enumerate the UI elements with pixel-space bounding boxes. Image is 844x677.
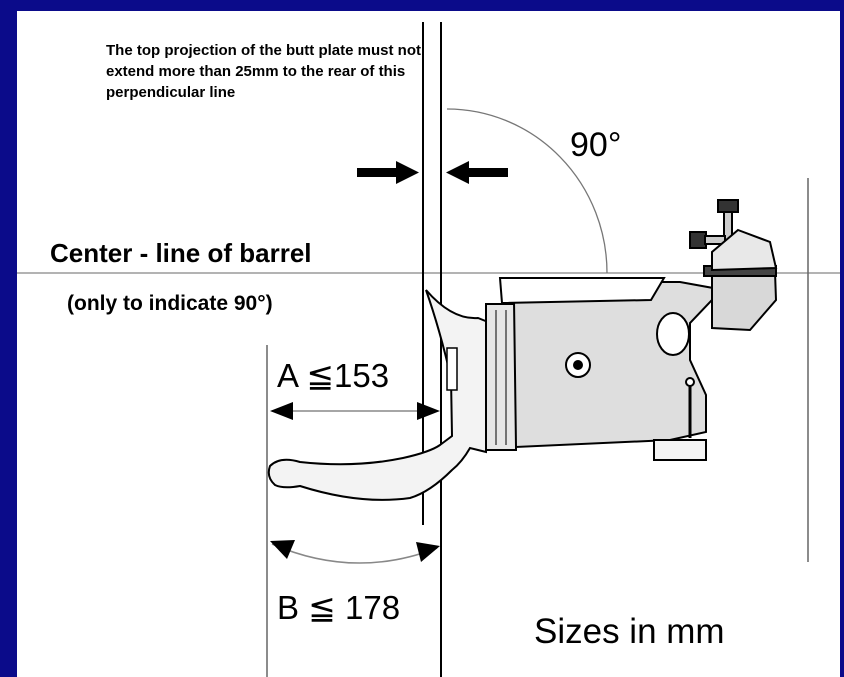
- rule-note: The top projection of the butt plate mus…: [106, 42, 421, 101]
- rear-sight: [689, 199, 778, 272]
- rifle-stock: [498, 265, 778, 461]
- dimension-b-arc: [270, 540, 440, 564]
- left-arrow-icon: [357, 161, 419, 184]
- center-line-label: Center - line of barrel: [50, 238, 312, 268]
- angle-label: 90°: [570, 126, 622, 164]
- dimension-b-label: B ≦ 178: [277, 589, 401, 626]
- dimension-a-arrow: [270, 402, 440, 420]
- right-angle-arc: [446, 108, 608, 274]
- center-line-subtitle: (only to indicate 90°): [67, 292, 273, 315]
- right-arrow-icon: [446, 161, 508, 184]
- units-label: Sizes in mm: [534, 612, 725, 651]
- dimension-a-label: A ≦153: [277, 357, 390, 394]
- diagram-panel: [17, 11, 840, 677]
